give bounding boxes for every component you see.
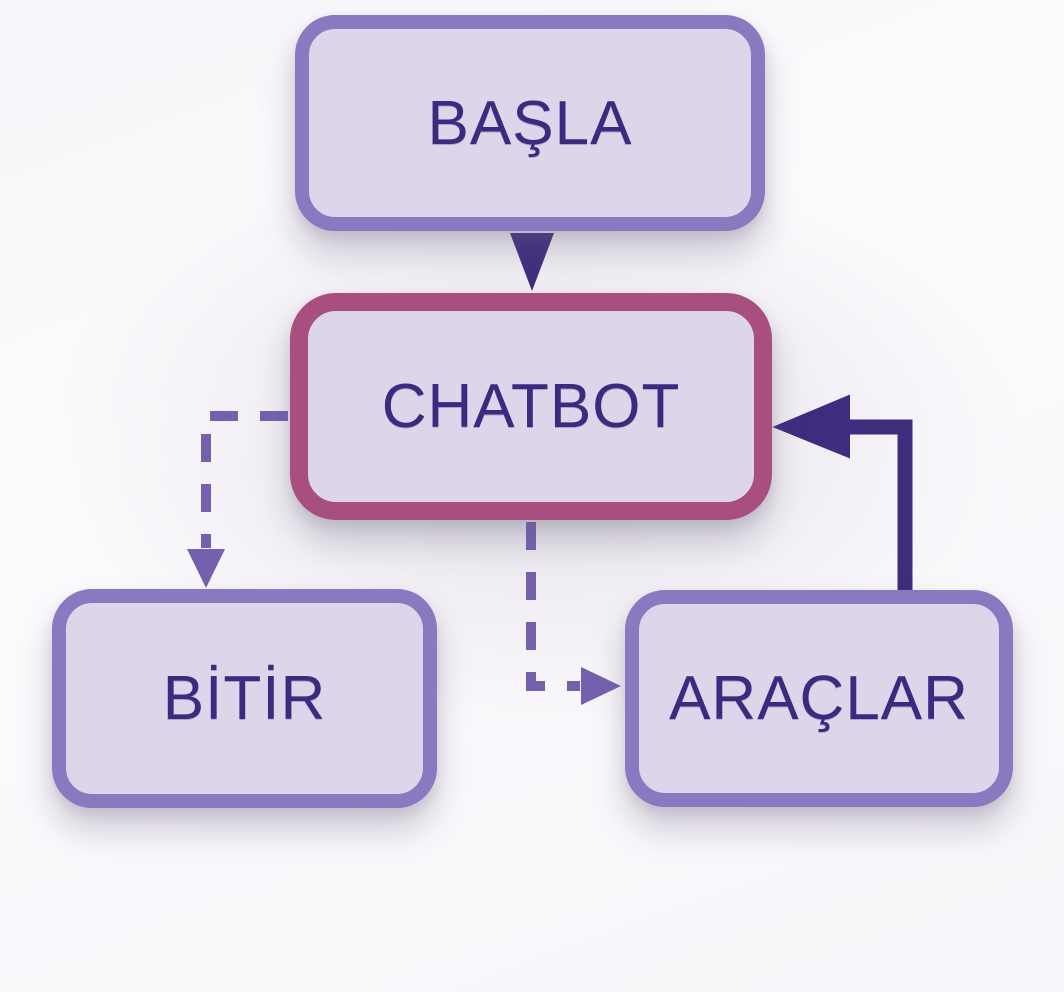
edge-basla-to-chatbot xyxy=(510,233,554,291)
arrowhead-right-icon xyxy=(581,667,621,705)
node-bitir: BİTİR xyxy=(52,589,437,808)
node-bitir-label: BİTİR xyxy=(162,664,327,733)
edge-araclar-to-chatbot xyxy=(772,394,913,591)
solid-connector xyxy=(850,419,913,591)
edge-chatbot-to-araclar xyxy=(526,522,621,705)
node-basla: BAŞLA xyxy=(295,15,765,231)
node-araclar: ARAÇLAR xyxy=(625,590,1013,807)
arrowhead-down-icon xyxy=(187,549,225,588)
node-araclar-label: ARAÇLAR xyxy=(669,664,969,733)
node-chatbot: CHATBOT xyxy=(290,293,772,520)
dashed-connector xyxy=(201,411,288,548)
arrowhead-down-icon xyxy=(510,233,554,291)
arrowhead-left-icon xyxy=(772,394,850,459)
node-basla-label: BAŞLA xyxy=(427,88,633,158)
edge-chatbot-to-bitir xyxy=(187,411,288,588)
node-chatbot-label: CHATBOT xyxy=(381,372,681,441)
dashed-connector xyxy=(526,522,580,691)
